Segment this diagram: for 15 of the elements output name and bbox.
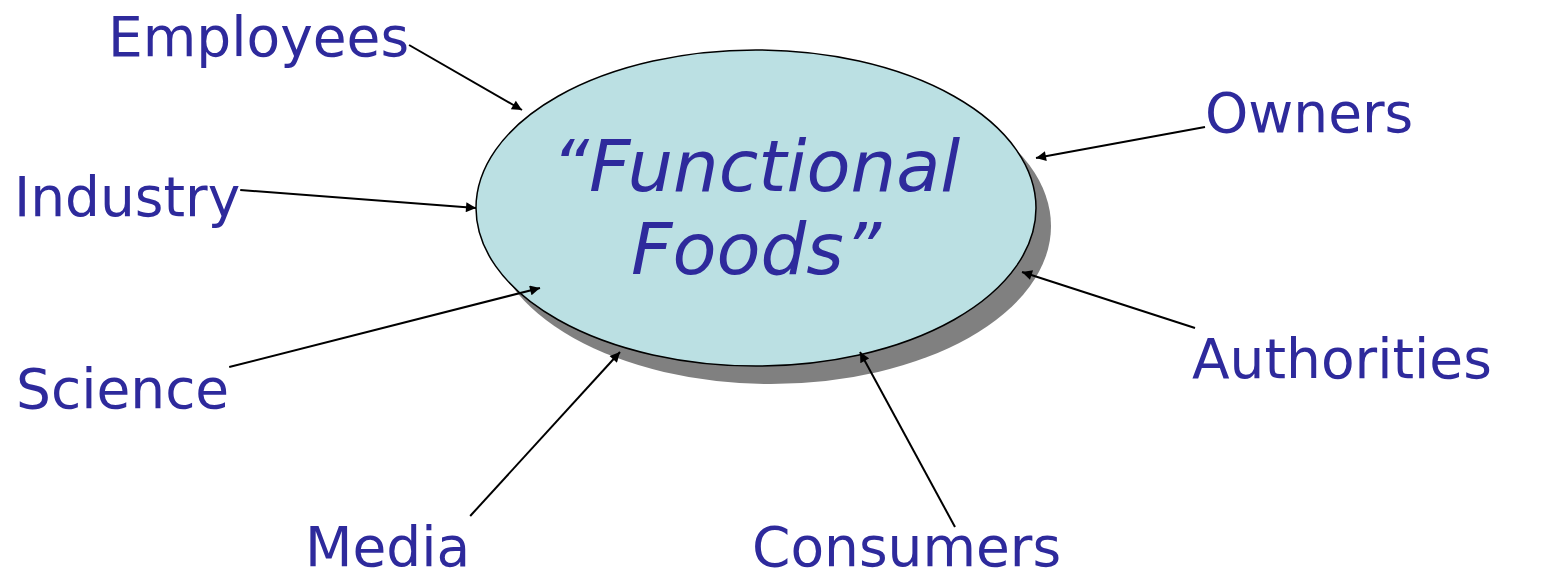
stakeholder-label: Owners [1205, 81, 1414, 145]
stakeholder-label: Science [16, 357, 230, 421]
arrow [1035, 126, 1206, 162]
arrow [239, 189, 477, 213]
stakeholder-label: Industry [14, 165, 241, 229]
concept-title: “Functional Foods” [550, 125, 962, 291]
stakeholder-label: Consumers [752, 515, 1062, 576]
arrow [1021, 270, 1196, 329]
arrow [859, 351, 956, 528]
arrow [228, 285, 541, 368]
stakeholder-label: Authorities [1192, 327, 1492, 391]
stakeholder-label: Media [305, 515, 471, 576]
arrow [408, 44, 523, 111]
stakeholder-label: Employees [108, 5, 410, 69]
arrow [469, 351, 621, 517]
